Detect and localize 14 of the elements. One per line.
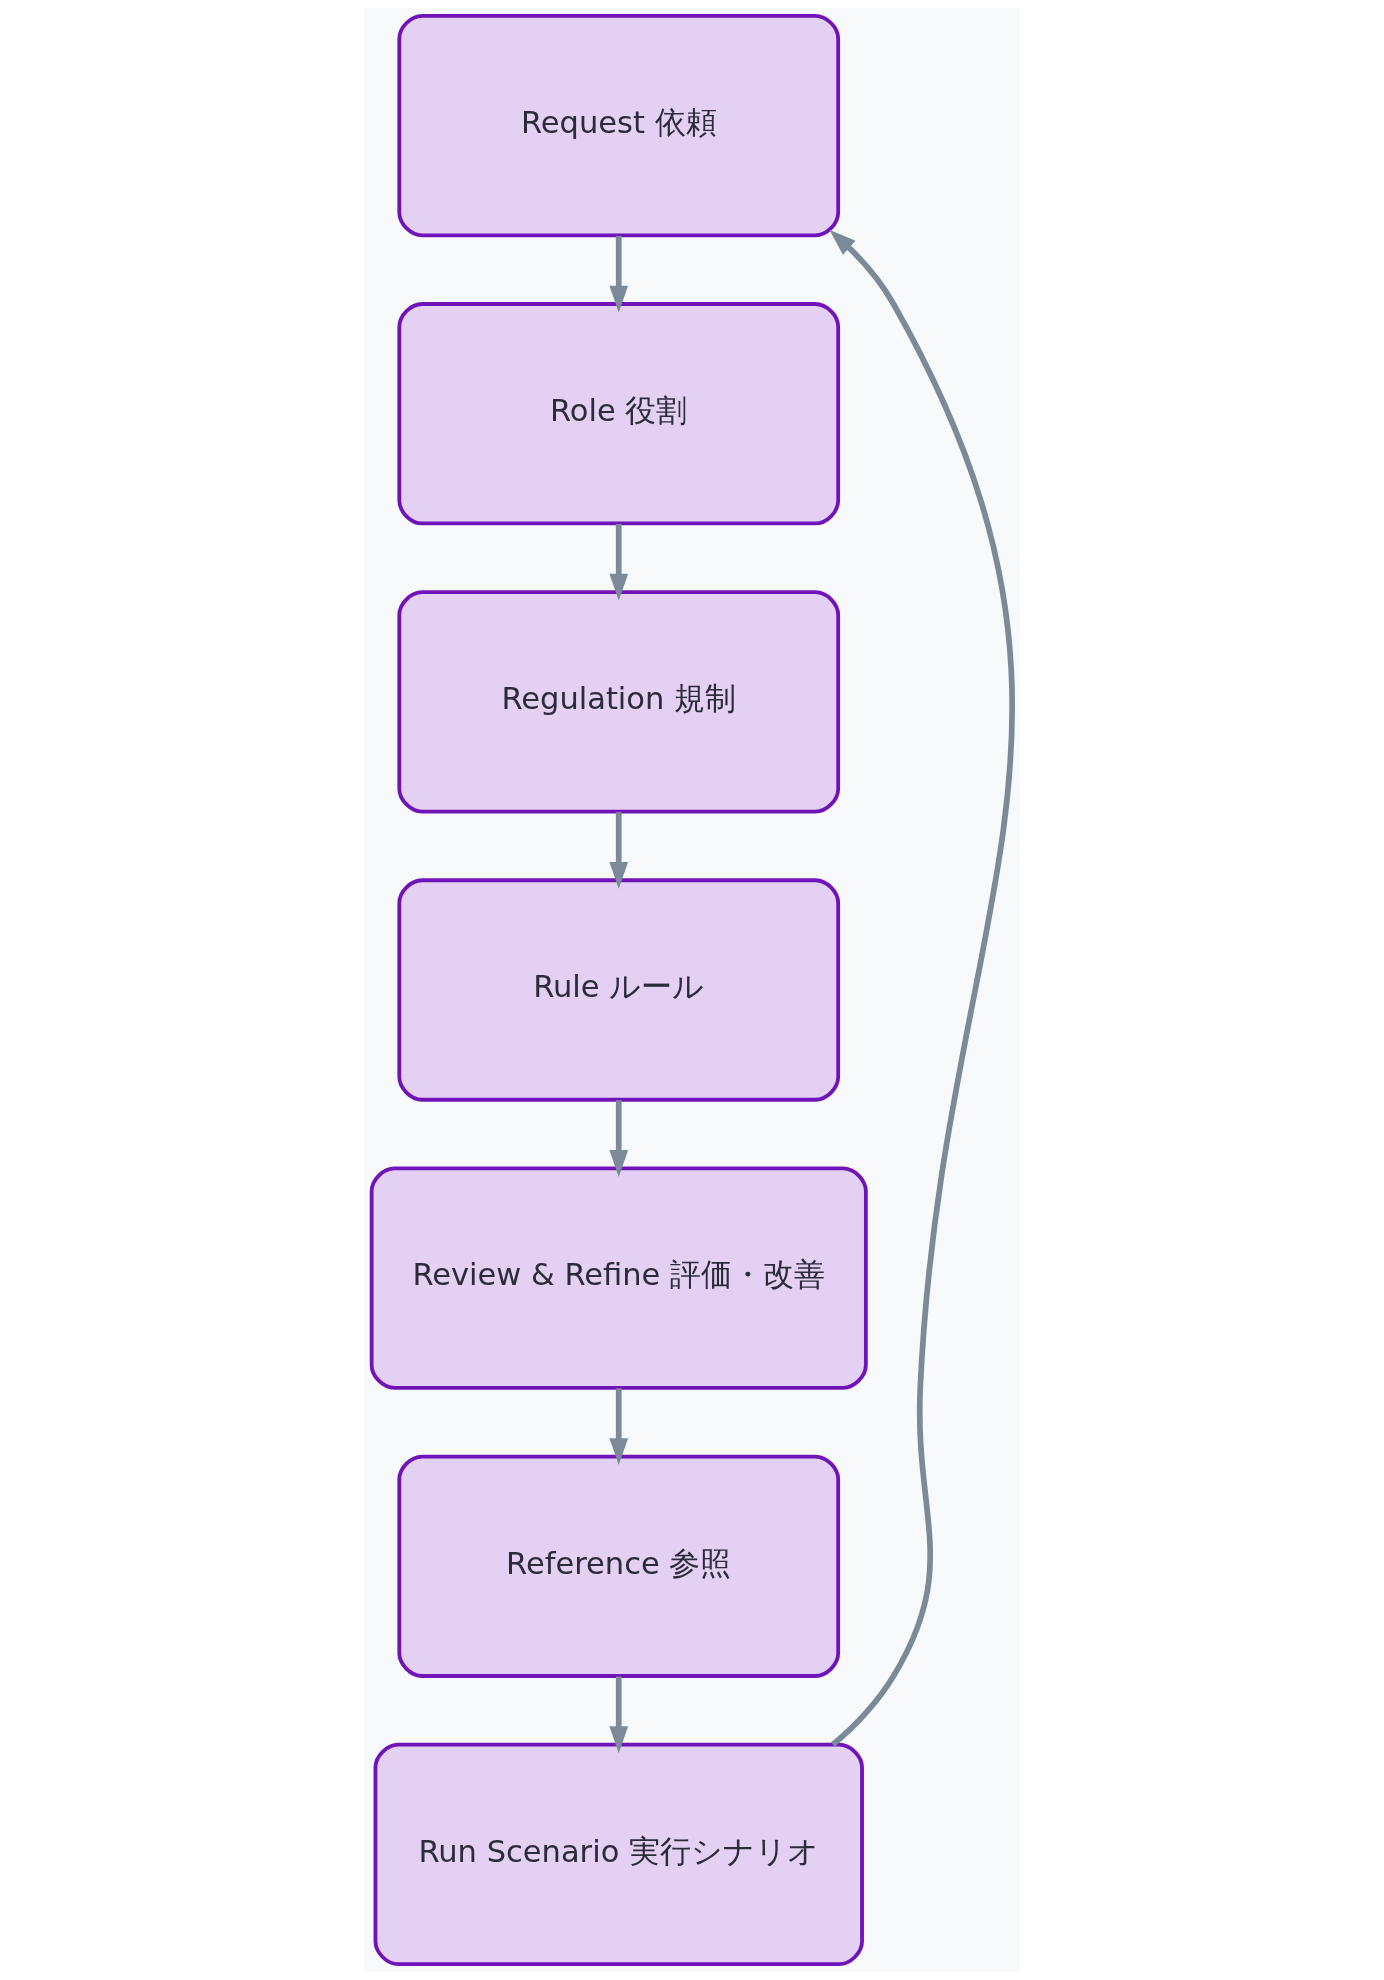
- node-box: Rule ルール: [397, 878, 841, 1102]
- node-box: Regulation 規制: [397, 590, 841, 814]
- arrow: [609, 1100, 629, 1177]
- node-box: Run Scenario 実行シナリオ: [373, 1742, 864, 1967]
- arrow: [609, 1388, 629, 1465]
- arrow: [609, 523, 629, 601]
- node-box: Review & Refine 評価・改善: [369, 1166, 868, 1390]
- node-box: Reference 参照: [397, 1454, 841, 1678]
- node-box: Request 依頼: [397, 13, 841, 238]
- arrow: [609, 1676, 629, 1754]
- arrow: [609, 235, 629, 313]
- arrow: [609, 812, 629, 889]
- node-box: Role 役割: [397, 302, 841, 526]
- arrow: [829, 229, 1015, 1747]
